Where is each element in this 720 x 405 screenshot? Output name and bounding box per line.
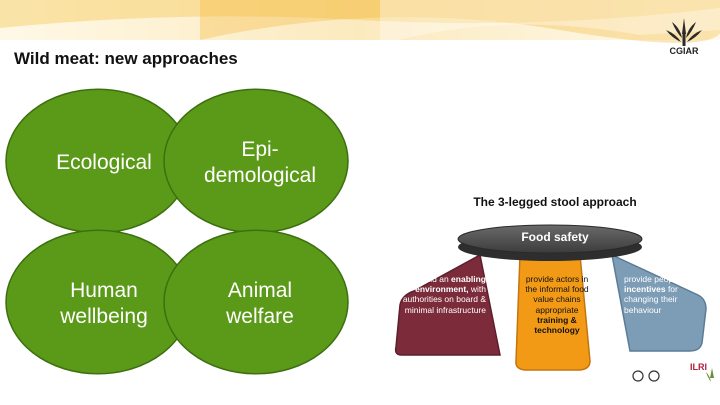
- cgiar-small-icon: [706, 368, 714, 382]
- circle-animal-welfare-label: Animal: [228, 279, 292, 302]
- stool-seat: [457, 224, 643, 254]
- footer-logos: [632, 368, 714, 382]
- logo-text: CGIAR: [669, 46, 699, 56]
- circle-animal-welfare: [163, 229, 349, 375]
- ilri-logo-text: ILRI: [690, 362, 707, 372]
- circle-human-wellbeing: [5, 229, 191, 375]
- circle-human-wellbeing-label: Human: [70, 279, 138, 302]
- circle-animal-welfare-label: welfare: [225, 305, 294, 328]
- stool-leg-right: [610, 253, 707, 352]
- cc-license-icon: [632, 370, 644, 382]
- circle-epidemological: [163, 88, 349, 234]
- stool-title: The 3-legged stool approach: [473, 195, 637, 209]
- circle-epidemological-label: demological: [204, 164, 316, 187]
- leg-right-text: provide people with incentives for chang…: [624, 274, 698, 315]
- attribution-icon: [648, 370, 660, 382]
- stool-leg-left: [394, 253, 501, 356]
- circle-epidemological-label: Epi-: [241, 138, 278, 161]
- leg-middle-text: provide actors in the informal food valu…: [525, 274, 589, 336]
- slide-title: Wild meat: new approaches: [14, 49, 238, 68]
- circle-human-wellbeing-label: wellbeing: [59, 305, 148, 328]
- stool-diagram: [394, 224, 707, 371]
- header-banner: [0, 0, 720, 45]
- circle-ecological-label: Ecological: [56, 151, 152, 174]
- stool-leg-middle: [515, 254, 591, 371]
- leg-left-text: build an enabling environment, with auth…: [402, 274, 486, 315]
- food-safety-label: Food safety: [521, 230, 589, 244]
- cgiar-logo-icon: [666, 18, 702, 46]
